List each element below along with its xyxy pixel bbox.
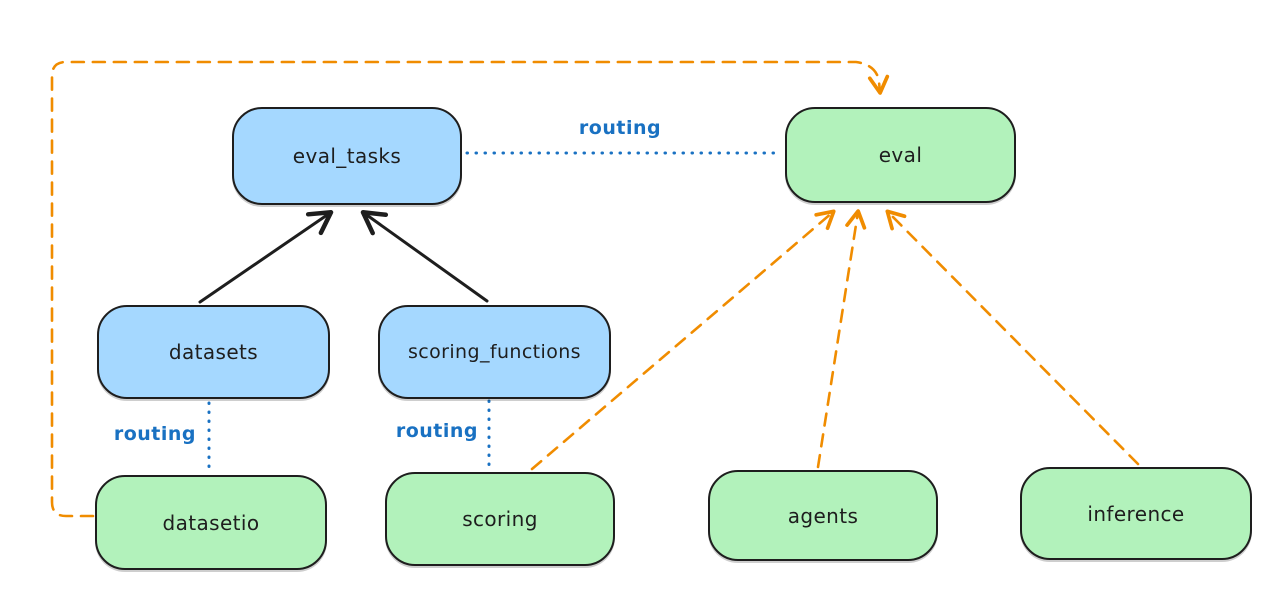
- node-agents-label: agents: [787, 503, 859, 528]
- node-eval-tasks: eval_tasks: [232, 107, 462, 205]
- edge-datasets-to-eval-tasks: [198, 210, 334, 304]
- node-datasets-label: datasets: [168, 340, 259, 364]
- edge-agents-to-eval: [816, 209, 867, 469]
- routing-label-eval-tasks-to-eval: routing: [578, 117, 662, 139]
- routing-label-datasets-to-datasetio: routing: [113, 423, 196, 445]
- node-datasetio-label: datasetio: [162, 510, 260, 535]
- node-agents: agents: [708, 470, 938, 561]
- node-inference: inference: [1020, 467, 1252, 560]
- node-eval-label: eval: [878, 143, 923, 167]
- node-datasets: datasets: [97, 305, 330, 399]
- node-eval-tasks-label: eval_tasks: [292, 144, 402, 168]
- routing-label-scoring-functions-to-scoring: routing: [395, 420, 478, 442]
- node-scoring: scoring: [385, 472, 615, 566]
- edge-datasetio-to-eval-loop: [50, 60, 890, 518]
- node-eval: eval: [785, 107, 1016, 203]
- node-scoring-label: scoring: [462, 507, 538, 531]
- edge-scoring-functions-to-eval-tasks: [360, 210, 489, 303]
- node-datasetio: datasetio: [95, 475, 327, 570]
- node-inference-label: inference: [1087, 501, 1185, 526]
- edge-inference-to-eval: [885, 209, 1140, 466]
- node-scoring-functions-label: scoring_functions: [408, 341, 581, 363]
- node-scoring-functions: scoring_functions: [378, 305, 611, 399]
